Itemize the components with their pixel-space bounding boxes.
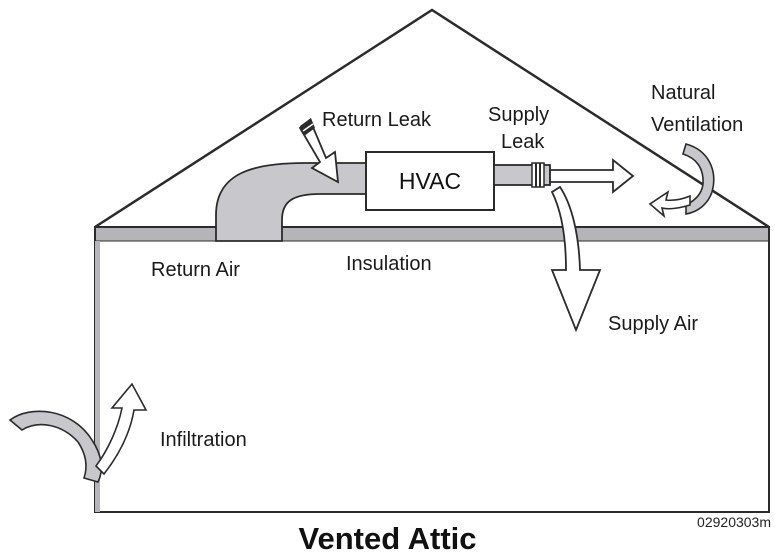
left-wall-shading xyxy=(95,241,100,512)
infiltration-label: Infiltration xyxy=(160,429,247,451)
supply-leak-gap-icon xyxy=(531,162,545,188)
supply-leak-label-line2: Leak xyxy=(501,131,545,153)
infiltration-arrow-icon xyxy=(8,382,148,483)
natural-ventilation-label-line2: Ventilation xyxy=(651,114,744,136)
insulation-band xyxy=(94,226,770,242)
figure-code: 02920303m xyxy=(697,514,771,530)
hvac-label: HVAC xyxy=(398,167,462,194)
supply-leak-label-line1: Supply xyxy=(488,104,550,126)
return-air-duct xyxy=(215,162,367,242)
return-leak-arrow-icon xyxy=(298,118,340,184)
return-air-label: Return Air xyxy=(151,259,240,281)
supply-leak-arrow-icon xyxy=(549,158,635,194)
supply-air-arrow-icon xyxy=(550,185,602,333)
natural-ventilation-label-line1: Natural xyxy=(651,82,716,104)
insulation-label: Insulation xyxy=(346,253,432,275)
supply-air-label: Supply Air xyxy=(608,313,699,335)
roof-outline xyxy=(94,8,770,229)
diagram-title: Vented Attic xyxy=(298,521,477,556)
return-leak-label: Return Leak xyxy=(322,109,431,131)
natural-ventilation-arrow-icon xyxy=(648,143,715,219)
